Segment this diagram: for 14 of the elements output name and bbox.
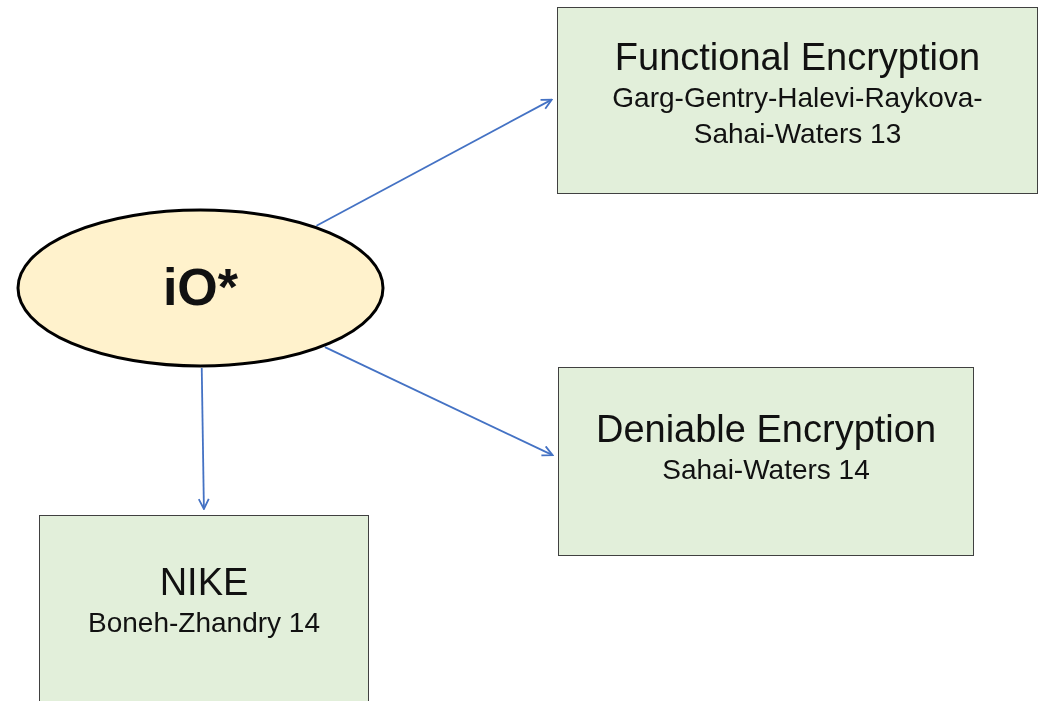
heading: NIKE <box>159 561 249 605</box>
arrow <box>315 98 553 227</box>
result-box <box>558 367 974 556</box>
arrow <box>197 367 210 510</box>
result-box <box>39 515 369 701</box>
citation: Garg-Gentry-Halevi-Raykova-Sahai-Waters 13 <box>611 80 984 152</box>
result-box <box>557 7 1038 194</box>
citation: Boneh-Zhandry 14 <box>88 605 320 640</box>
ellipse-node <box>16 208 385 368</box>
arrow <box>324 346 554 457</box>
citation: Sahai-Waters 14 <box>662 452 870 487</box>
heading: Functional Encryption <box>614 36 981 80</box>
heading: iO* <box>162 258 239 318</box>
heading: Deniable Encryption <box>595 408 937 452</box>
